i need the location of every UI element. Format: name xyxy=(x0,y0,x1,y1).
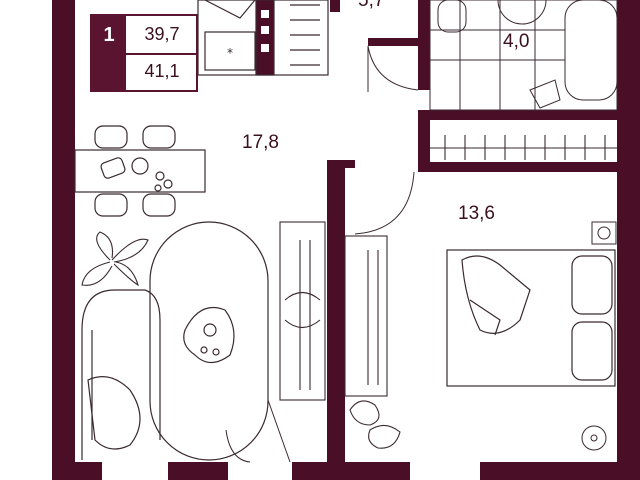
bottom-wall-mid xyxy=(168,462,228,480)
hall-wall xyxy=(330,0,340,12)
sink xyxy=(497,0,547,25)
right-outer-wall xyxy=(617,0,640,480)
bathroom-area-label: 4,0 xyxy=(503,31,530,52)
dining-set xyxy=(74,125,206,217)
sofa xyxy=(81,289,161,460)
bathtub xyxy=(564,0,618,101)
bathroom xyxy=(429,0,618,111)
bedroom-fixtures xyxy=(581,221,617,451)
plant xyxy=(81,231,149,287)
hob xyxy=(204,31,256,71)
room-count: 1 xyxy=(92,16,126,90)
bedroom-wall-left xyxy=(418,110,430,172)
hall-wardrobe xyxy=(344,235,401,449)
left-outer-wall xyxy=(52,0,75,480)
living-area-value: 39,7 xyxy=(126,16,198,55)
kitchen-living-area-label: 17,8 xyxy=(242,132,279,153)
bed xyxy=(446,249,616,387)
hall-area-label: 5,7 xyxy=(358,0,385,11)
bedroom-area-label: 13,6 xyxy=(458,203,495,224)
fridge-column xyxy=(255,0,275,76)
bottom-wall-left xyxy=(52,462,102,480)
svg-text:*: * xyxy=(227,46,233,60)
corridor-wall-top xyxy=(368,38,418,46)
bath-wall-bottom xyxy=(418,110,617,120)
bedroom-wardrobe xyxy=(430,135,617,160)
total-area-value: 41,1 xyxy=(144,61,180,81)
bath-wall-left xyxy=(418,0,430,90)
living-rug xyxy=(149,221,269,461)
tv-unit xyxy=(279,221,326,401)
bottom-wall-mid2 xyxy=(292,462,410,480)
stub-wall xyxy=(345,160,355,168)
bedroom-wall-top xyxy=(418,162,617,172)
toilet xyxy=(437,0,467,33)
apartment-summary-badge: 1 39,7 41,1 xyxy=(90,14,198,92)
bottom-wall-right xyxy=(480,462,640,480)
doors xyxy=(225,45,419,463)
walls xyxy=(52,0,640,480)
central-wall xyxy=(327,160,345,480)
kitchen-counter: * xyxy=(197,0,329,76)
